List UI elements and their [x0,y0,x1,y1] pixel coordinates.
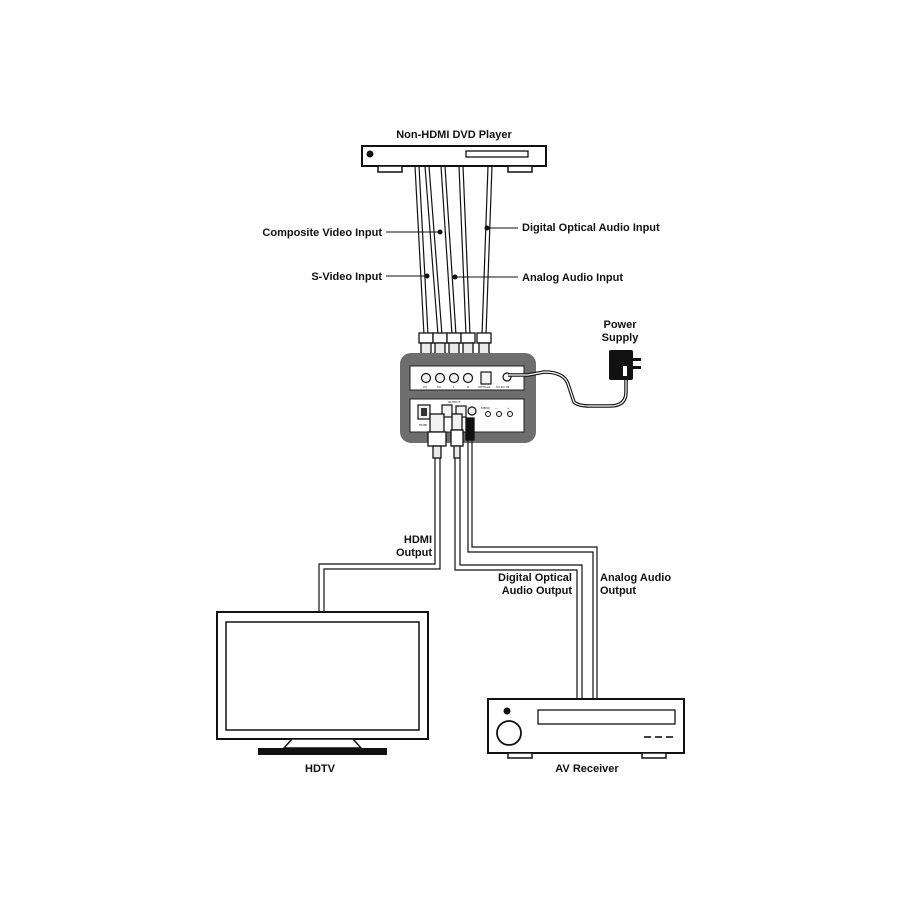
dvd-player-label: Non-HDMI DVD Player [396,129,512,141]
power-supply-label: Power Supply [602,319,639,345]
analog-audio-right-cable [458,165,471,336]
analog-output-label-line2: Output [600,585,637,597]
analog-output-label-line1: Analog Audio [600,572,672,584]
analog-output-plug [465,417,475,441]
port-label-cv: CV [423,385,428,389]
optical-output-plug [450,413,464,459]
hdmi-output-cable [318,458,441,613]
digital-optical-cable [481,165,493,336]
s-video-input-label: S-Video Input [311,271,382,283]
digital-optical-output-label-line1: Digital Optical [498,572,572,584]
analog-audio-left-cable [440,165,457,336]
digital-optical-audio-output-label: Digital Optical Audio Output [498,572,572,598]
hdmi-output-label-line2: Output [395,547,432,559]
analog-audio-output-label: Analog Audio Output [600,572,671,598]
port-label-l: L [453,385,455,389]
port-label-output: OUTPUT [448,400,460,404]
composite-video-cable [414,165,429,336]
callout-leaders [386,225,518,280]
port-label-dc-in: 5V DC IN [496,385,509,389]
port-label-optical: OPTICAL [478,385,491,389]
power-supply-device [508,350,641,408]
power-supply-label-line2: Supply [601,332,639,344]
hdtv-label: HDTV [305,763,335,775]
digital-optical-audio-input-label: Digital Optical Audio Input [522,222,660,234]
hdtv-device [216,611,429,755]
dvd-player-device [361,145,547,173]
port-label-hdmi: HDMI [419,423,427,427]
port-label-sv: SV [437,385,442,389]
port-label-menu: MENU [481,406,490,410]
power-supply-label-line1: Power [603,319,637,331]
av-receiver-label: AV Receiver [555,763,619,775]
digital-optical-output-label-line2: Audio Output [501,585,572,597]
port-label-minus: — [495,406,498,410]
optical-output-cable [454,458,583,700]
analog-output-cable [467,440,598,700]
input-cables [414,165,493,336]
av-receiver-device [487,698,685,759]
composite-video-input-label: Composite Video Input [262,227,382,239]
analog-audio-input-label: Analog Audio Input [522,272,624,284]
port-label-plus: + [507,406,510,410]
s-video-cable [424,165,443,336]
hdmi-output-label: HDMI Output [396,534,432,560]
output-plugs [427,413,475,459]
port-label-r: R [467,385,469,389]
hdmi-output-plug [427,413,447,459]
hdmi-output-label-line1: HDMI [403,534,432,546]
